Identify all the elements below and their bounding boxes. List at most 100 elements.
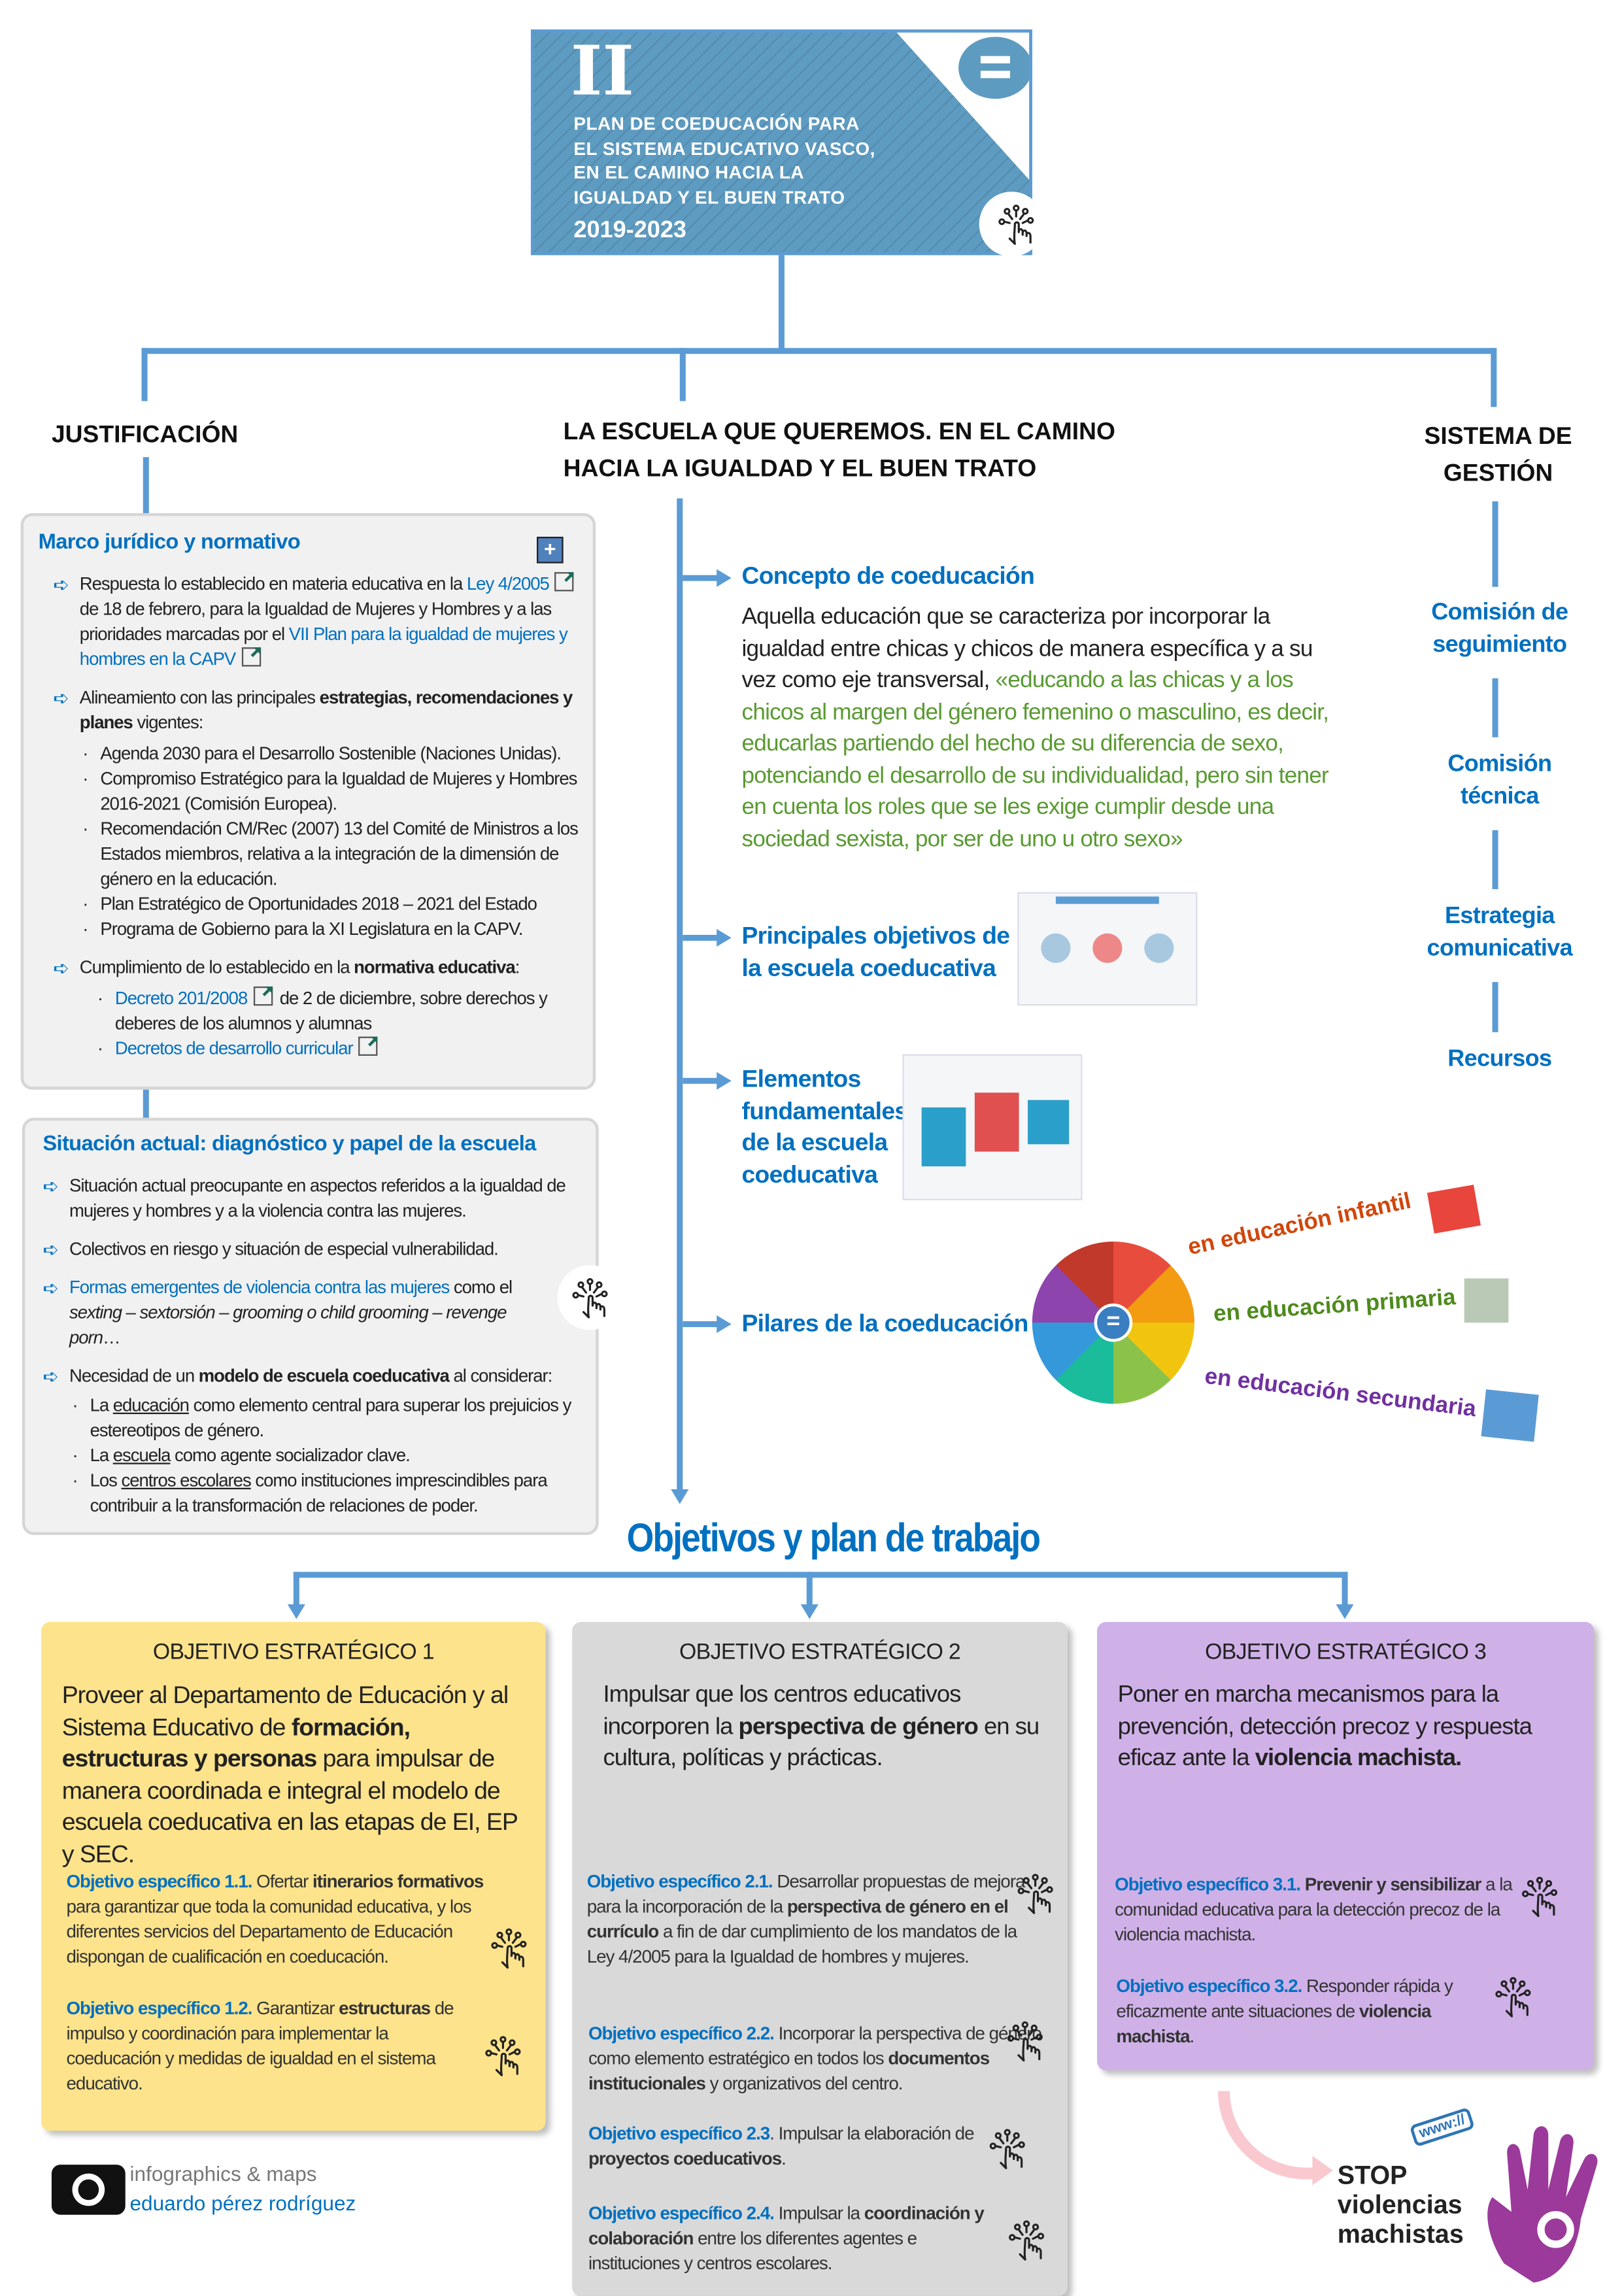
- text-segment: de 2 de diciembre, sobre derechos y debe…: [114, 988, 548, 1034]
- www-badge[interactable]: www://: [1409, 2106, 1476, 2148]
- section-escuela: LA ESCUELA QUE QUEREMOS. EN EL CAMINO HA…: [564, 414, 1115, 488]
- rich-text: Objetivo específico 3.1. Prevenir y sens…: [1115, 1874, 1513, 1945]
- text-segment: Respuesta lo establecido en materia educ…: [79, 573, 467, 594]
- touch-hand-icon[interactable]: [987, 2128, 1031, 2172]
- elementos-fundamentales-link[interactable]: Elementos fundamentales de la escuela co…: [741, 1066, 909, 1188]
- touch-hand-icon[interactable]: [482, 2035, 527, 2080]
- pilar-primaria-link[interactable]: en educación primaria: [1212, 1285, 1457, 1327]
- elementos-diagram-thumbnail[interactable]: [902, 1054, 1083, 1200]
- equals-icon: =: [1094, 1303, 1133, 1342]
- text-segment: a fin de dar cumplimiento de los mandato…: [586, 1921, 1018, 1967]
- pilar-secundaria-link[interactable]: en educación secundaria: [1203, 1364, 1478, 1423]
- plan-cover-image[interactable]: II PLAN DE COEDUCACIÓN PARA EL SISTEMA E…: [530, 29, 1032, 256]
- objetivo-especifico-3-1[interactable]: Objetivo específico 3.1. Prevenir y sens…: [1115, 1872, 1520, 1948]
- stop-line: violencias: [1337, 2189, 1462, 2220]
- text-segment: centros escolares: [121, 1470, 252, 1491]
- text-segment: :: [515, 956, 520, 978]
- touch-icon-situacion[interactable]: [557, 1265, 622, 1330]
- text-segment: «educando a las chicas y a los chicos al…: [741, 667, 1330, 852]
- text-link[interactable]: Decretos de desarrollo curricular: [114, 1038, 354, 1059]
- text-segment: vigentes:: [132, 712, 203, 733]
- marco-subitem: ·Recomendación CM/Rec (2007) 13 del Comi…: [82, 818, 579, 890]
- subitem-text: Compromiso Estratégico para la Igualdad …: [100, 768, 577, 815]
- pilares-title: Pilares de la coeducación: [741, 1311, 1029, 1338]
- external-link-icon[interactable]: [241, 647, 261, 667]
- objetivo-especifico-3-2[interactable]: Objetivo específico 3.2. Responder rápid…: [1116, 1974, 1485, 2050]
- objetivo-estrategico-1: OBJETIVO ESTRATÉGICO 1 Proveer al Depart…: [41, 1622, 546, 2131]
- gestion-recursos[interactable]: Recursos: [1447, 1047, 1552, 1072]
- credits-line-2[interactable]: eduardo pérez rodríguez: [129, 2191, 356, 2215]
- touch-hand-icon[interactable]: [569, 1277, 614, 1321]
- objetivo-especifico-1-1[interactable]: Objetivo específico 1.1. Ofertar itinera…: [66, 1870, 501, 1970]
- text-link[interactable]: Decreto 201/2008: [114, 988, 248, 1009]
- infantil-doc-thumbnail[interactable]: [1427, 1185, 1481, 1234]
- gestion-estrategia-comunicativa[interactable]: Estrategia comunicativa: [1427, 903, 1573, 961]
- touch-hand-icon[interactable]: [995, 203, 1039, 248]
- text-segment: modelo de escuela coeducativa: [198, 1365, 450, 1387]
- camera-icon: [51, 2165, 126, 2215]
- connector-line: [1492, 830, 1498, 890]
- arrow-down-icon: [287, 1604, 305, 1619]
- rich-text: Objetivo específico 1.1. Ofertar itinera…: [66, 1871, 484, 1967]
- objetivo-especifico-2-3[interactable]: Objetivo específico 2.3. Impulsar la ela…: [588, 2122, 994, 2172]
- pilares-wheel[interactable]: =: [1032, 1241, 1194, 1404]
- text-link[interactable]: Formas emergentes de violencia contra la…: [69, 1277, 450, 1298]
- rich-text: Objetivo específico 2.3. Impulsar la ela…: [588, 2123, 975, 2169]
- connector-line: [293, 1572, 1348, 1578]
- cover-title-line: PLAN DE COEDUCACIÓN PARA: [573, 113, 860, 135]
- text-segment: como el: [449, 1277, 513, 1298]
- text-link[interactable]: Ley 4/2005: [466, 573, 550, 594]
- rich-text: Poner en marcha mecanismos para la preve…: [1118, 1681, 1532, 1771]
- objetivo-especifico-2-1[interactable]: Objetivo específico 2.1. Desarrollar pro…: [587, 1870, 1047, 1970]
- principales-objetivos-link[interactable]: Principales objetivos de la escuela coed…: [741, 922, 1011, 982]
- curved-arrow-head-icon: [1312, 2155, 1333, 2186]
- section-line: SISTEMA DE: [1424, 423, 1572, 450]
- rich-text: Impulsar que los centros educativos inco…: [603, 1681, 1039, 1771]
- text-segment: Situación actual preocupante en aspectos…: [69, 1175, 566, 1221]
- text-segment: perspectiva de género en el currículo: [586, 1896, 1009, 1942]
- touch-hand-icon[interactable]: [1005, 2220, 1050, 2264]
- touch-hand-icon[interactable]: [1493, 1976, 1537, 2020]
- text-segment: .: [1189, 2026, 1195, 2047]
- expand-plus-icon[interactable]: +: [537, 537, 564, 564]
- objective-label: Objetivo específico 1.1.: [66, 1871, 252, 1892]
- arrow-icon: ➪: [42, 1277, 59, 1300]
- text-segment: . Impulsar la elaboración de: [769, 2123, 974, 2144]
- stop-text[interactable]: STOP violencias machistas: [1338, 2160, 1464, 2248]
- touch-hand-icon[interactable]: [1519, 1876, 1563, 1920]
- principales-diagram-thumbnail[interactable]: [1017, 892, 1198, 1006]
- connector-line: [1342, 1572, 1348, 1608]
- primaria-doc-thumbnail[interactable]: [1464, 1278, 1509, 1323]
- external-link-icon[interactable]: [554, 572, 575, 592]
- marco-subitem: ·Programa de Gobierno para la XI Legisla…: [82, 919, 523, 939]
- text-segment: escuela: [112, 1445, 171, 1466]
- text-segment: proyectos coeducativos: [588, 2148, 782, 2169]
- text-segment: Desarrollar propuestas de mejora para la…: [586, 1871, 1026, 1917]
- arrow-icon: ➪: [42, 1175, 59, 1198]
- objetivo-especifico-2-4[interactable]: Objetivo específico 2.4. Impulsar la coo…: [588, 2201, 1009, 2276]
- situacion-box: Situación actual: diagnóstico y papel de…: [22, 1117, 599, 1535]
- objetivo-especifico-2-2[interactable]: Objetivo específico 2.2. Incorporar la p…: [588, 2021, 1049, 2097]
- arrow-down-icon: [1336, 1604, 1354, 1619]
- touch-hand-icon[interactable]: [1015, 1872, 1059, 1917]
- touch-icon-cover[interactable]: [979, 192, 1044, 257]
- external-link-icon[interactable]: [253, 986, 273, 1006]
- objetivo-main: Poner en marcha mecanismos para la preve…: [1118, 1680, 1580, 1774]
- subitem-text: Recomendación CM/Rec (2007) 13 del Comit…: [100, 818, 579, 890]
- text-link[interactable]: VII Plan para la igualdad de mujeres y h…: [79, 624, 568, 669]
- rich-text: Colectivos en riesgo y situación de espe…: [69, 1239, 499, 1260]
- situacion-subitem: ·La educación como elemento central para…: [72, 1394, 572, 1441]
- secundaria-doc-thumbnail[interactable]: [1481, 1389, 1539, 1442]
- objetivo-main: Impulsar que los centros educativos inco…: [603, 1680, 1053, 1774]
- situacion-item: ➪ Formas emergentes de violencia contra l…: [42, 1275, 584, 1351]
- touch-hand-icon[interactable]: [1004, 2020, 1049, 2065]
- touch-hand-icon[interactable]: [488, 1927, 533, 1972]
- external-link-icon[interactable]: [358, 1036, 379, 1056]
- gestion-comision-tecnica[interactable]: Comisión técnica: [1447, 752, 1552, 809]
- gestion-comision-seguimiento[interactable]: Comisión de seguimiento: [1431, 599, 1568, 657]
- pilar-infantil-link[interactable]: en educación infantil: [1185, 1189, 1413, 1261]
- text-segment: Los: [90, 1470, 122, 1491]
- objetivo-especifico-1-2[interactable]: Objetivo específico 1.2. Garantizar estr…: [66, 1997, 479, 2097]
- situacion-item: ➪Colectivos en riesgo y situación de esp…: [42, 1237, 584, 1262]
- connector-line: [683, 934, 718, 941]
